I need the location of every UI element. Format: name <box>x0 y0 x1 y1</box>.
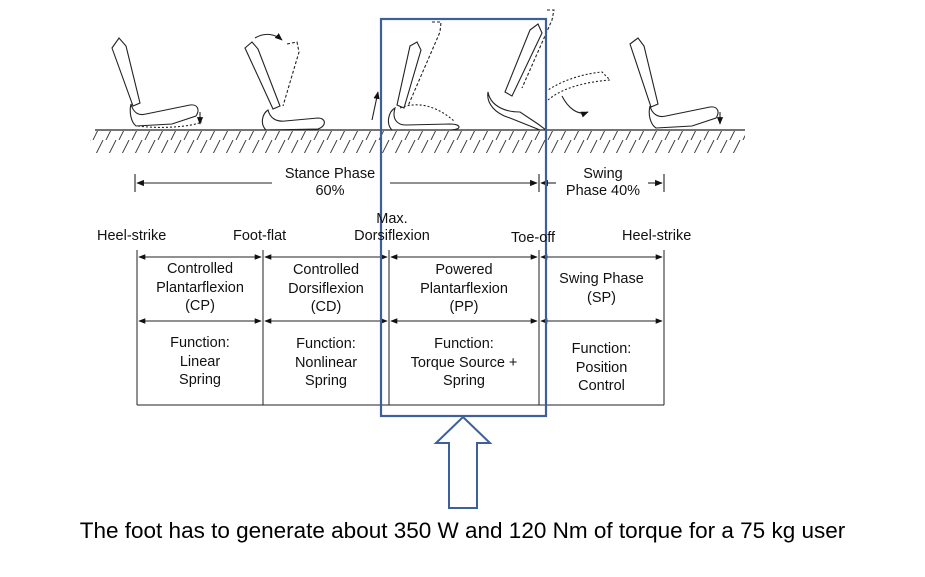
leg-max-dorsiflexion <box>371 21 460 131</box>
sub-phase-cp-name: Controlled Plantarflexion (CP) <box>156 261 244 315</box>
event-max-dorsiflexion: Max. Dorsiflexion <box>354 211 430 244</box>
leg-heel-strike-end <box>629 37 724 129</box>
sub-phase-pp-function: Function: Torque Source + Spring <box>410 336 518 390</box>
stance-phase-label: Stance Phase 60% <box>284 166 376 199</box>
hollow-up-arrow <box>433 415 493 509</box>
sub-phase-sp-name: Swing Phase (SP) <box>559 271 644 306</box>
event-heel-strike-start: Heel-strike <box>97 228 167 244</box>
sub-phase-pp-name: Powered Plantarflexion (PP) <box>420 262 508 316</box>
sub-phase-cd-name: Controlled Dorsiflexion (CD) <box>288 262 364 316</box>
leg-heel-strike <box>111 37 204 128</box>
swing-phase-label: Swing Phase 40% <box>565 166 641 199</box>
sub-phase-sp-function: Function: Position Control <box>571 341 632 395</box>
event-foot-flat: Foot-flat <box>233 228 287 244</box>
leg-foot-flat <box>244 33 325 131</box>
event-heel-strike-end: Heel-strike <box>622 228 692 244</box>
powered-plantarflexion-highlight <box>379 17 548 418</box>
event-toe-off: Toe-off <box>511 230 556 246</box>
sub-phase-table <box>136 250 665 406</box>
sub-phase-cp-function: Function: Linear Spring <box>170 335 230 389</box>
leg-toe-off <box>487 9 612 131</box>
ground <box>90 129 745 153</box>
sub-phase-cd-function: Function: Nonlinear Spring <box>294 336 358 390</box>
caption: The foot has to generate about 350 W and… <box>79 518 846 543</box>
phase-span-arrows <box>134 174 665 192</box>
